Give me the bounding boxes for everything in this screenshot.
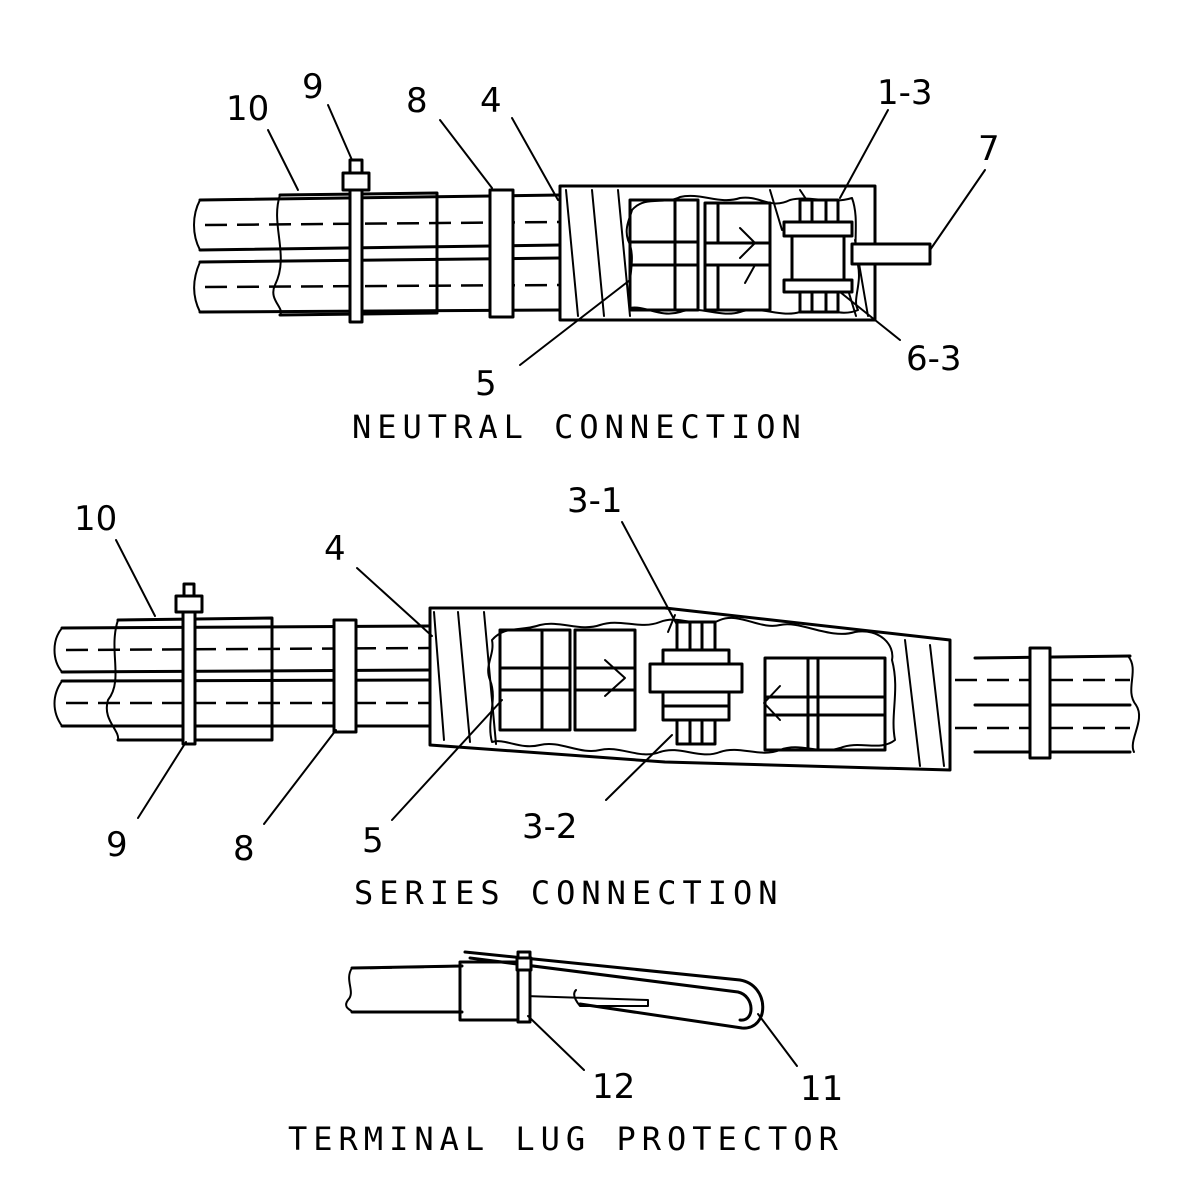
callout-3-1: 3-1 — [567, 481, 623, 521]
series-tie-strap-9 — [174, 582, 204, 746]
series-leader-lines — [115, 521, 677, 825]
neutral-terminal-lug-7 — [850, 242, 932, 266]
callout-1-3: 1-3 — [877, 73, 933, 113]
lug-cable — [345, 964, 464, 1014]
series-band-8 — [332, 618, 358, 734]
callout-4: 4 — [480, 81, 502, 121]
callout-9: 9 — [106, 825, 128, 865]
callout-7: 7 — [978, 129, 1000, 169]
neutral-band-8 — [488, 188, 515, 319]
callout-10: 10 — [226, 89, 269, 129]
terminal-lug-protector-view: 12 11 TERMINAL LUG PROTECTOR — [288, 950, 844, 1158]
callout-11: 11 — [800, 1069, 843, 1109]
neutral-connection-title: NEUTRAL CONNECTION — [352, 408, 807, 446]
neutral-connection-view: 10 9 8 4 1-3 7 5 6-3 NEUTRAL CONNECTION — [193, 67, 1000, 446]
terminal-lug-protector-title: TERMINAL LUG PROTECTOR — [288, 1120, 844, 1158]
callout-5: 5 — [475, 364, 497, 404]
callout-8: 8 — [233, 829, 255, 869]
neutral-tie-strap-9 — [341, 158, 371, 324]
neutral-bolt-assembly — [782, 198, 854, 314]
callout-5: 5 — [362, 821, 384, 861]
series-connection-title: SERIES CONNECTION — [354, 874, 784, 912]
callout-3-2: 3-2 — [522, 807, 578, 847]
callout-10: 10 — [74, 499, 117, 539]
callout-12: 12 — [592, 1067, 635, 1107]
series-heatshrink-4 — [428, 606, 952, 772]
callout-6-3: 6-3 — [906, 339, 962, 379]
callout-9: 9 — [302, 67, 324, 107]
lug-leader-lines — [527, 1013, 798, 1071]
series-bolt-assembly — [648, 620, 744, 746]
neutral-leader-lines — [267, 104, 986, 366]
series-cable-left — [53, 624, 432, 728]
callout-4: 4 — [324, 529, 346, 569]
callout-8: 8 — [406, 81, 428, 121]
lug-protector-11 — [463, 950, 765, 1030]
series-cable-right — [955, 646, 1141, 760]
lug-strap-12 — [515, 950, 533, 1024]
series-connection-view: 10 4 3-1 9 8 5 3-2 SERIES CONNECTION — [53, 481, 1141, 912]
